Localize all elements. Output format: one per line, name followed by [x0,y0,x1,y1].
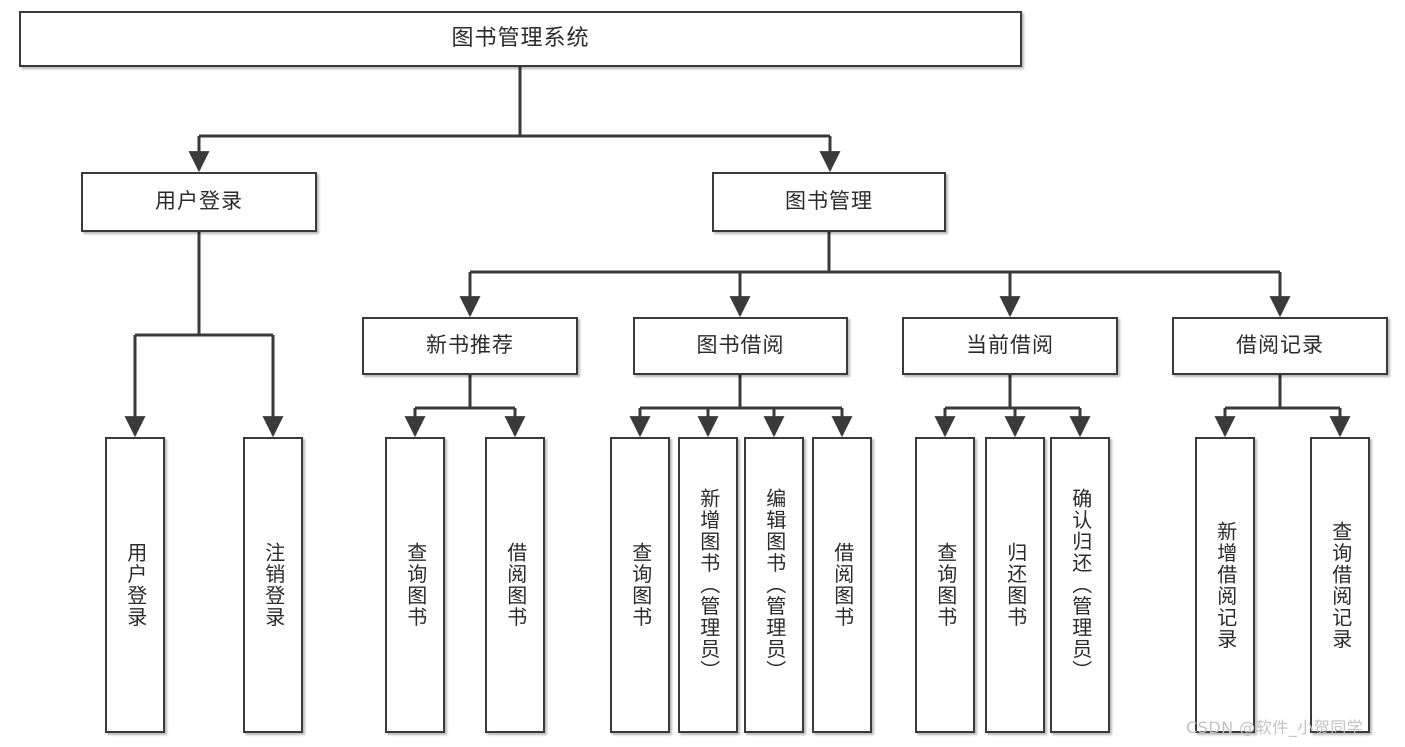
node-borrow-record[interactable]: 借阅记录 [1172,317,1388,375]
node-leaf-edit-book-admin[interactable]: 编辑图书（管理员） [744,437,804,733]
node-leaf-add-book-admin[interactable]: 新增图书（管理员） [678,437,738,733]
node-leaf-borrow-book-rec[interactable]: 借阅图书 [485,437,545,733]
node-leaf-query-borrow-record[interactable]: 查询借阅记录 [1310,437,1370,733]
node-book-borrow-label: 图书借阅 [696,333,785,358]
node-leaf-edit-book-admin-label: 编辑图书（管理员） [762,488,787,682]
node-book-manage[interactable]: 图书管理 [712,172,946,232]
node-leaf-user-login[interactable]: 用户登录 [105,437,165,733]
node-current-borrow[interactable]: 当前借阅 [902,317,1118,375]
node-leaf-query-book-borrow-label: 查询图书 [628,542,653,628]
node-root-label: 图书管理系统 [451,25,590,51]
node-leaf-query-book-rec-label: 查询图书 [403,542,428,628]
node-current-borrow-label: 当前借阅 [966,333,1054,358]
node-leaf-return-book[interactable]: 归还图书 [985,437,1045,733]
node-leaf-query-book-current[interactable]: 查询图书 [915,437,975,733]
node-leaf-query-book-rec[interactable]: 查询图书 [385,437,445,733]
node-leaf-borrow-book[interactable]: 借阅图书 [812,437,872,733]
node-leaf-borrow-book-rec-label: 借阅图书 [503,542,528,628]
node-new-book-recommend-label: 新书推荐 [426,333,514,358]
node-book-borrow[interactable]: 图书借阅 [633,317,848,375]
node-book-manage-label: 图书管理 [785,189,873,214]
node-leaf-user-logout-label: 注销登录 [261,542,286,628]
node-leaf-user-logout[interactable]: 注销登录 [243,437,303,733]
csdn-watermark: CSDN @软件_小贺同学 [1186,718,1364,737]
node-root[interactable]: 图书管理系统 [19,11,1022,67]
node-user-login-label: 用户登录 [155,189,243,214]
node-leaf-confirm-return-admin-label: 确认归还（管理员） [1068,488,1093,682]
node-leaf-add-book-admin-label: 新增图书（管理员） [696,488,721,682]
node-leaf-user-login-label: 用户登录 [123,542,148,628]
node-leaf-query-book-borrow[interactable]: 查询图书 [610,437,670,733]
node-leaf-add-borrow-record-label: 新增借阅记录 [1213,520,1238,650]
node-user-login[interactable]: 用户登录 [81,172,317,232]
node-borrow-record-label: 借阅记录 [1236,333,1324,358]
node-leaf-query-borrow-record-label: 查询借阅记录 [1328,520,1353,650]
node-leaf-borrow-book-label: 借阅图书 [830,542,855,628]
node-leaf-return-book-label: 归还图书 [1003,542,1028,628]
node-leaf-add-borrow-record[interactable]: 新增借阅记录 [1195,437,1255,733]
node-new-book-recommend[interactable]: 新书推荐 [362,317,578,375]
node-leaf-query-book-current-label: 查询图书 [933,542,958,628]
node-leaf-confirm-return-admin[interactable]: 确认归还（管理员） [1050,437,1110,733]
